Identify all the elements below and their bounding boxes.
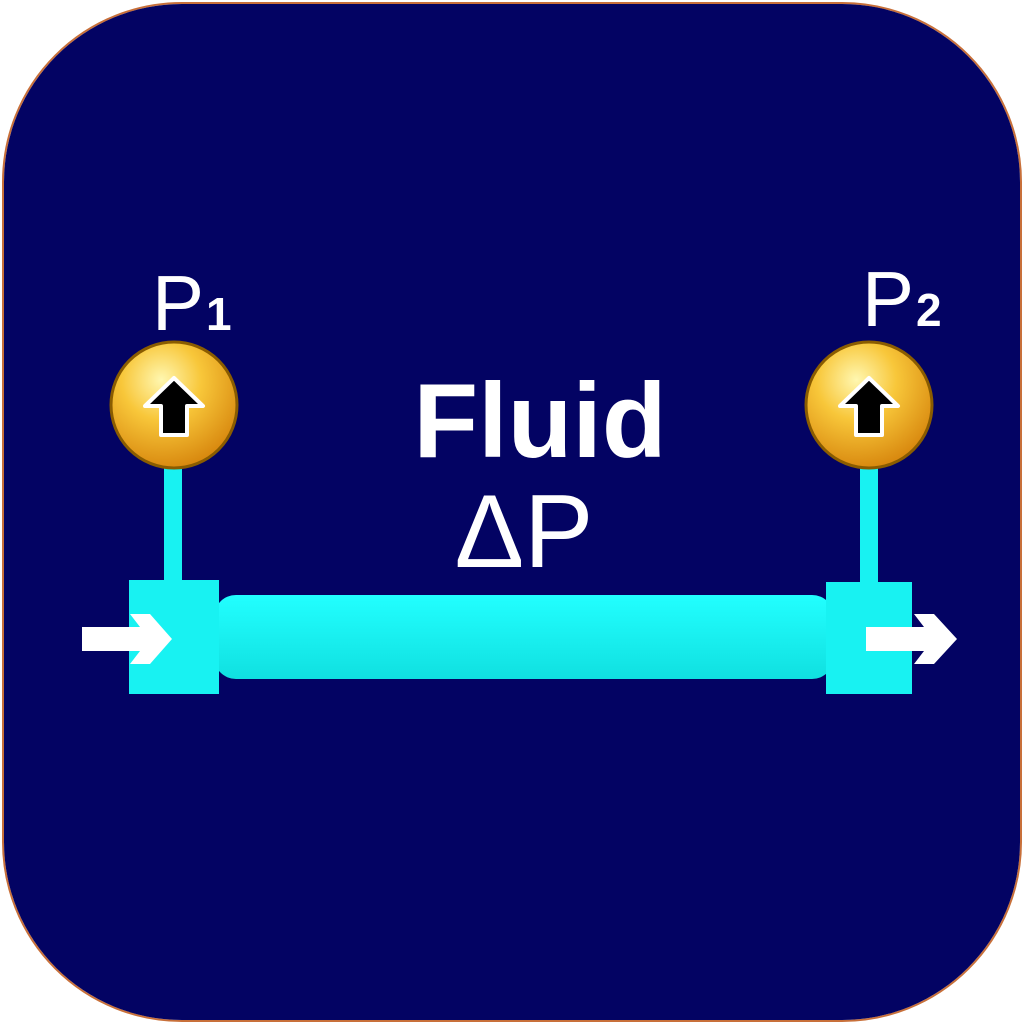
gauge-subscript: 1 [206, 288, 232, 340]
icon-title: Fluid [413, 362, 666, 480]
fluid-diagram: P1 P2 Fluid ΔP [4, 4, 1020, 1020]
arrow-right-icon [82, 614, 172, 664]
gauge-stem-left [164, 464, 182, 582]
gauge-letter: P [152, 259, 204, 347]
gauge-label-p2: P2 [862, 255, 942, 343]
delta-p-symbol: ΔP [455, 474, 594, 590]
gauge-stem-right [860, 464, 878, 582]
pressure-gauge-icon [109, 340, 239, 470]
gauge-letter: P [862, 255, 914, 343]
gauge-label-p1: P1 [152, 259, 232, 347]
gauge-subscript: 2 [916, 284, 942, 336]
pressure-gauge-icon [804, 340, 934, 470]
pipe [214, 595, 834, 679]
arrow-right-icon [866, 614, 957, 664]
